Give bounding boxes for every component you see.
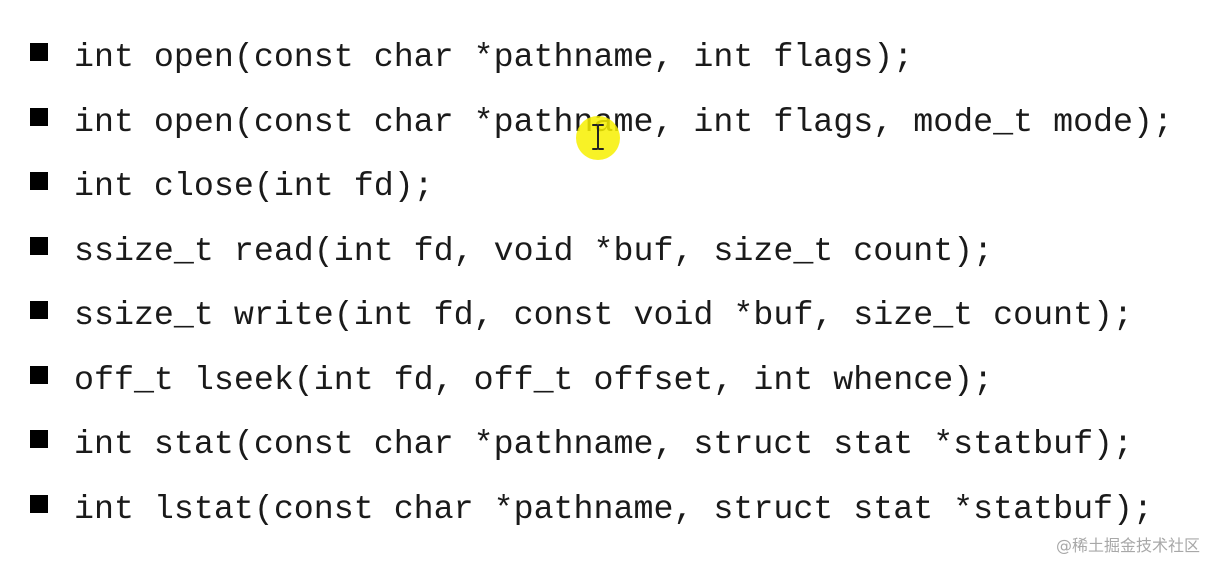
square-bullet-icon (30, 494, 48, 513)
list-item: ssize_t read(int fd, void *buf, size_t c… (30, 227, 1173, 292)
square-bullet-icon (30, 365, 48, 384)
list-item: ssize_t write(int fd, const void *buf, s… (30, 291, 1173, 356)
list-item: off_t lseek(int fd, off_t offset, int wh… (30, 356, 1173, 421)
function-signature: int lstat(const char *pathname, struct s… (74, 489, 1153, 528)
list-item: int lstat(const char *pathname, struct s… (30, 485, 1173, 550)
function-signature: int stat(const char *pathname, struct st… (74, 425, 1134, 463)
list-item: int open(const char *pathname, int flags… (30, 98, 1173, 163)
square-bullet-icon (30, 430, 48, 448)
function-signature: int open(const char *pathname, int flags… (74, 102, 1173, 141)
syscall-list: int open(const char *pathname, int flags… (30, 33, 1173, 549)
list-item: int close(int fd); (30, 162, 1173, 227)
list-item: int stat(const char *pathname, struct st… (30, 420, 1173, 485)
square-bullet-icon (30, 172, 48, 190)
function-signature: int open(const char *pathname, int flags… (74, 38, 914, 76)
square-bullet-icon (30, 43, 48, 61)
list-item: int open(const char *pathname, int flags… (30, 33, 1173, 98)
function-signature: ssize_t write(int fd, const void *buf, s… (74, 296, 1134, 334)
square-bullet-icon (30, 236, 48, 255)
watermark: @稀土掘金技术社区 (1055, 536, 1200, 555)
function-signature: int close(int fd); (74, 167, 434, 205)
function-signature: ssize_t read(int fd, void *buf, size_t c… (74, 231, 994, 270)
text-cursor-icon (592, 124, 604, 150)
square-bullet-icon (30, 107, 48, 126)
function-signature: off_t lseek(int fd, off_t offset, int wh… (74, 360, 994, 399)
square-bullet-icon (30, 301, 48, 319)
